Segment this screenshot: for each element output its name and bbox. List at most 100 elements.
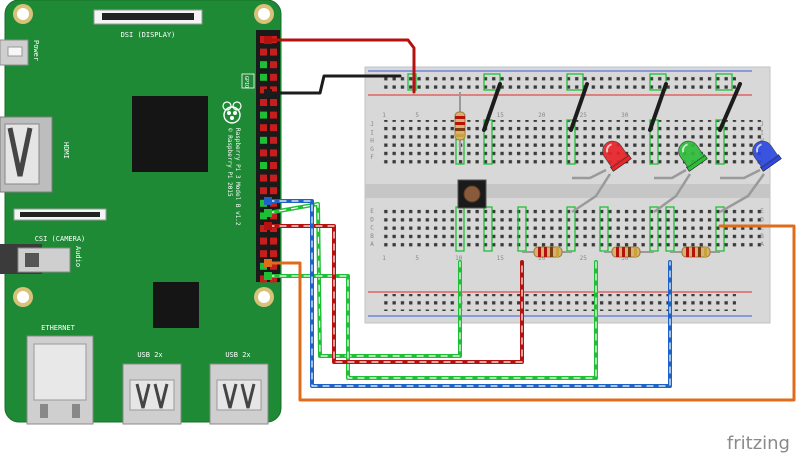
led-red [602,140,632,172]
gpio-pin [260,212,267,220]
gpio-pin [260,250,267,258]
gpio-pin [270,187,277,195]
gpio-pin [260,111,267,119]
gpio-pin [270,124,277,132]
row-letter: C [760,225,764,232]
gpio-header: GPIO [241,30,280,283]
fritzing-watermark: fritzing [727,433,790,454]
raspberry-logo-icon [222,101,242,124]
gpio-pin [270,275,277,283]
ethernet-connector: ETHERNET [26,324,94,425]
gpio-pin [260,187,267,195]
column-number: 15 [497,255,505,262]
gpio-pin [270,99,277,106]
gpio-pin [260,262,267,270]
row-letter: F [370,154,374,161]
column-number: 20 [538,255,546,262]
gpio-pin [260,36,267,43]
column-number: 5 [415,112,419,119]
gpio-pin [260,61,267,69]
resistor-1 [522,246,572,258]
gpio-pin [260,73,267,81]
gpio-pin [260,86,267,94]
gpio-pin [260,174,267,182]
led-blue [752,140,782,172]
row-letter: J [370,121,374,128]
gpio-wire-ends [264,36,272,280]
resistor-3 [670,246,720,258]
column-number: 30 [621,255,629,262]
gpio-pin [270,262,277,270]
gpio-pin [270,86,277,94]
column-number: 20 [538,112,546,119]
components [454,82,782,258]
gpio-pin [270,225,277,232]
column-number: 10 [455,255,463,262]
row-letter: H [370,138,374,145]
dsi-label: DSI (DISPLAY) [121,31,176,39]
gpio-pin [260,136,267,144]
gpio-pin [260,225,267,232]
row-letter: D [370,216,374,223]
csi-label: CSI (CAMERA) [35,235,86,243]
gpio-pin [260,275,267,283]
soc-chip [132,96,208,172]
gpio-pin [260,162,267,169]
power-label: Power [32,40,40,61]
led-green [678,140,708,172]
row-letter: I [760,129,764,136]
mounting-holes [13,4,274,307]
gpio-pin [270,136,277,144]
gpio-pin [270,149,277,157]
gpio-pin [270,162,277,169]
gpio-label: GPIO [243,76,249,88]
column-number: 5 [415,255,419,262]
resistor-vertical [454,92,466,152]
ethernet-label: ETHERNET [41,324,76,332]
leds [602,140,782,172]
gpio-pin [270,237,277,245]
gpio-pin [270,212,277,220]
hdmi-connector: HDMI [0,116,70,193]
hdmi-label: HDMI [62,142,70,159]
row-letter: I [370,129,374,136]
usb-left-connector: USB 2x [122,351,182,425]
csi-connector: CSI (CAMERA) [13,208,107,243]
column-number: 1 [382,255,386,262]
row-letter: E [370,208,374,215]
column-number: 15 [497,112,505,119]
gpio-pin [260,48,267,56]
gpio-pin [260,99,267,106]
usb-chip [153,282,199,328]
column-number: 25 [580,112,588,119]
gpio-pin [270,111,277,119]
copyright-text: © Raspberry Pi 2015 [226,128,233,197]
resistor-2 [604,246,654,258]
raspberry-pi-board: DSI (DISPLAY) Power Raspberry Pi 3 Model… [0,0,282,425]
row-letter: A [370,241,374,248]
gpio-pin [270,61,277,69]
gpio-pin [260,199,267,207]
gpio-pin [260,124,267,132]
row-letter: J [760,121,764,128]
column-number: 1 [382,112,386,119]
row-letter: G [370,146,374,153]
row-letter: E [760,208,764,215]
usb-right-label: USB 2x [225,351,250,359]
ground-jumpers [482,82,742,132]
usb-right-connector: USB 2x [209,351,269,425]
pushbutton [457,179,487,209]
row-letter: B [760,233,764,240]
row-letter: D [760,216,764,223]
gpio-pin [270,174,277,182]
column-number: 25 [580,255,588,262]
power-connector: Power [0,39,40,66]
wire-red-power [266,38,416,94]
wires [264,36,796,402]
led-legs [571,168,766,214]
column-number: 30 [621,112,629,119]
gpio-pin [260,237,267,245]
row-letter: A [760,241,764,248]
usb-left-label: USB 2x [137,351,162,359]
